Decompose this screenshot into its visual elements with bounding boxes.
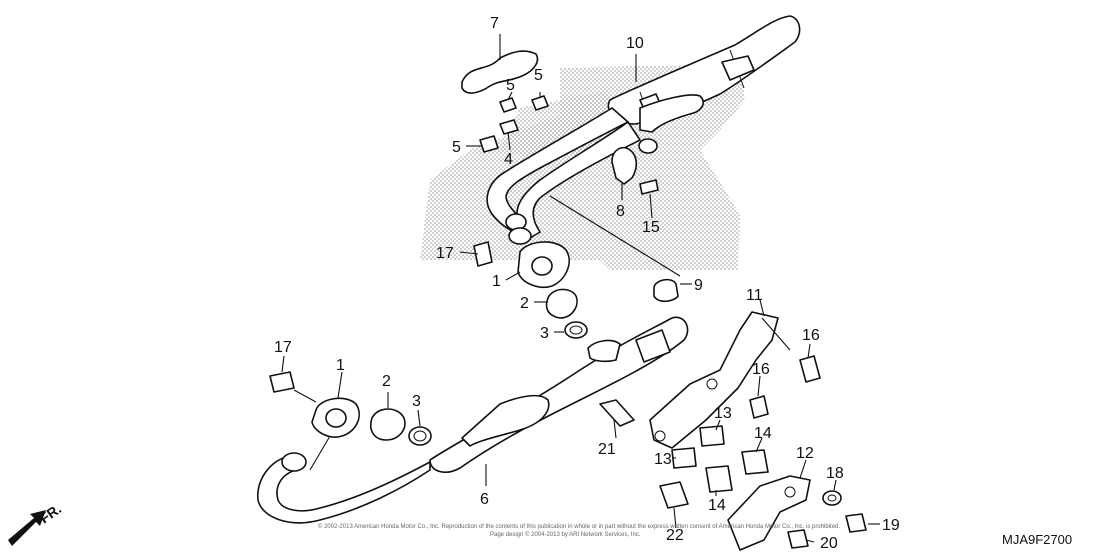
- collar-part-2-lower: [370, 408, 406, 441]
- callout-22: 22: [666, 527, 684, 544]
- callout-6: 6: [480, 491, 489, 508]
- callout-13-b: 13: [654, 451, 672, 468]
- copyright-line-2: Page design © 2004-2013 by ARI Network S…: [490, 531, 641, 538]
- ring-part-3-lower: [408, 426, 432, 446]
- bolt-part-15: [639, 179, 659, 195]
- callout-16-a: 16: [802, 327, 820, 344]
- bolt-part-16-b: [749, 395, 769, 419]
- callout-11: 11: [746, 287, 763, 304]
- callout-2-upper: 2: [520, 295, 529, 312]
- front-direction-arrow: [8, 510, 46, 546]
- bolt-part-13-b: [671, 447, 697, 469]
- callout-21: 21: [598, 441, 616, 458]
- callout-14-a: 14: [754, 425, 772, 442]
- callout-1-lower: 1: [336, 357, 345, 374]
- muffler-10-tab: [721, 55, 755, 81]
- bolt-part-22: [659, 481, 689, 509]
- callout-7: 7: [490, 15, 499, 32]
- callout-5-c: 5: [452, 139, 461, 156]
- callout-13-a: 13: [714, 405, 732, 422]
- bolt-part-13-a: [699, 425, 725, 447]
- washer-part-18: [822, 490, 842, 506]
- callout-4: 4: [504, 151, 513, 168]
- callout-16-b: 16: [752, 361, 770, 378]
- nut-part-20: [787, 529, 809, 549]
- clip-part-4: [499, 119, 519, 135]
- crossover-pipe: [639, 94, 705, 133]
- bolt-part-14-b: [705, 465, 733, 493]
- muffler-6-outlet: [587, 339, 621, 363]
- bolt-part-21: [599, 399, 635, 427]
- heat-shield-part-7: [461, 50, 539, 94]
- bracket-12-hole: [784, 486, 796, 498]
- clip-part-5-a: [499, 97, 517, 113]
- bolt-part-17-upper: [473, 241, 493, 267]
- nut-part-19: [845, 513, 867, 533]
- collar-part-9: [653, 278, 679, 303]
- callout-19: 19: [882, 517, 900, 534]
- gasket-hole-upper: [531, 256, 553, 276]
- callout-17-lower: 17: [274, 339, 292, 356]
- gasket-hole-lower: [325, 408, 347, 428]
- callout-5-b: 5: [534, 67, 543, 84]
- callout-3-upper: 3: [540, 325, 549, 342]
- muffler-6-bracket: [635, 329, 671, 363]
- bolt-part-14-a: [741, 449, 769, 475]
- clamp-ring: [638, 138, 658, 154]
- callout-10: 10: [626, 35, 644, 52]
- bolt-part-16-a: [799, 355, 821, 383]
- callout-8: 8: [616, 203, 625, 220]
- callout-9: 9: [694, 277, 703, 294]
- callout-14-b: 14: [708, 497, 726, 514]
- drawing-id: MJA9F2700: [1002, 532, 1072, 547]
- lower-muffler-heat-guard: [461, 394, 550, 447]
- callout-5-a: 5: [506, 77, 515, 94]
- clamp-part-8: [611, 146, 638, 185]
- callout-1-upper: 1: [492, 273, 501, 290]
- bracket-11-hole-2: [654, 430, 666, 442]
- callout-2-lower: 2: [382, 373, 391, 390]
- clip-part-5-c: [479, 135, 499, 153]
- copyright-line-1: © 2002-2013 American Honda Motor Co., In…: [318, 523, 840, 530]
- leader-lines: [281, 34, 880, 543]
- callout-18: 18: [826, 465, 844, 482]
- collar-part-2-upper: [545, 288, 578, 319]
- callout-15: 15: [642, 219, 660, 236]
- callout-20: 20: [820, 535, 838, 552]
- ring-part-3-lower-inner: [413, 430, 427, 442]
- mounting-bracket-part-12: [727, 475, 811, 551]
- callout-labels: 7 10 5 5 5 4 8 15 17 1 2 3 9 11 16 16 17…: [274, 15, 900, 552]
- callout-3-lower: 3: [412, 393, 421, 410]
- pipe-outlet-ring-2: [508, 227, 532, 245]
- bolt-part-17-lower: [269, 371, 295, 393]
- mounting-bracket-part-11: [649, 311, 779, 449]
- washer-part-18-hole: [827, 494, 837, 502]
- bracket-11-hole: [706, 378, 718, 390]
- callout-17-upper: 17: [436, 245, 454, 262]
- upper-exhaust-pipe-inner: [516, 121, 641, 239]
- lower-pipe-inlet-ring: [281, 452, 307, 472]
- callout-12: 12: [796, 445, 814, 462]
- ring-part-3-upper: [564, 321, 588, 339]
- ring-part-3-upper-inner: [569, 325, 583, 335]
